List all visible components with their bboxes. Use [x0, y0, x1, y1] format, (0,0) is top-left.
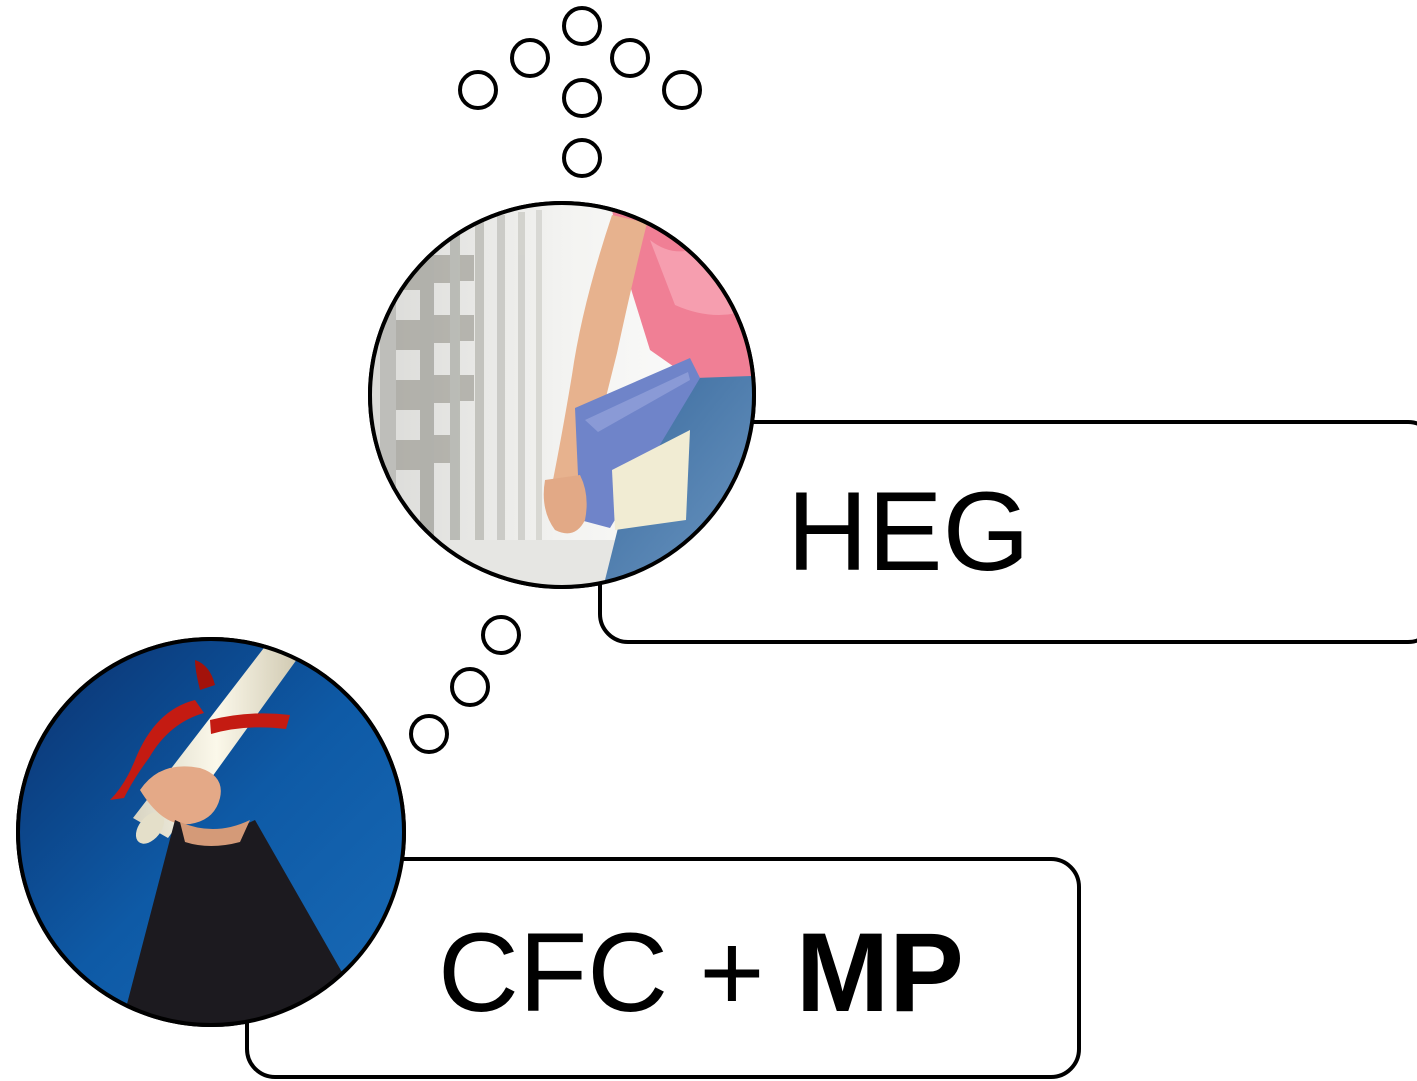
bubble-dot: [481, 615, 521, 655]
bubble-dot: [662, 70, 702, 110]
connector-bubbles: [409, 615, 521, 754]
bubble-dot: [450, 667, 490, 707]
bubble-dot: [562, 78, 602, 118]
bubble-dot: [458, 70, 498, 110]
cfc-label-prefix: CFC +: [438, 910, 796, 1035]
mp-label-bold: MP: [795, 910, 964, 1035]
bubble-dot: [510, 38, 550, 78]
bubble-dot: [610, 38, 650, 78]
bubble-dot: [562, 138, 602, 178]
top-bubble-cluster: [458, 6, 702, 178]
bubble-dot: [562, 6, 602, 46]
cfc-mp-label: CFC + MP: [438, 917, 964, 1029]
heg-label: HEG: [787, 469, 1030, 594]
bubble-dot: [409, 714, 449, 754]
